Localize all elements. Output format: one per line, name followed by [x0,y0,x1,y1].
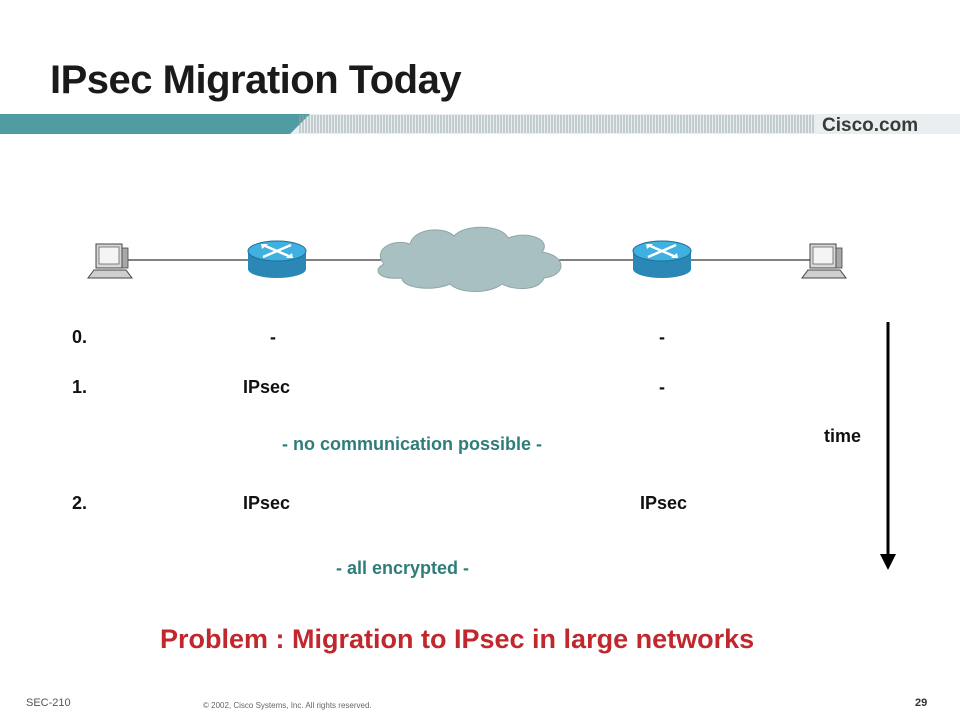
workstation-right-icon [801,243,847,279]
step-2-number: 2. [72,493,88,513]
router-right-icon [632,240,692,278]
cisco-logo-text: Cisco.com [822,115,919,136]
step-1-number: 1. [72,377,88,397]
footer-copyright: © 2002, Cisco Systems, Inc. All rights r… [203,701,372,710]
step-2-left-router-state: IPsec [243,493,291,513]
step-1-left-router-state: IPsec [243,377,291,397]
workstation-left-icon [87,243,133,279]
time-label: time [824,426,862,446]
footer-page-number: 29 [915,697,928,709]
step-2-note: - all encrypted - [336,558,470,578]
problem-statement: Problem : Migration to IPsec in large ne… [160,624,755,654]
step-0-left-router-state: - [270,327,276,347]
cloud-icon [377,226,562,292]
time-arrow-icon [880,322,896,570]
step-1-note: - no communication possible - [282,434,543,454]
footer-course-code: SEC-210 [26,697,71,709]
network-diagram [87,226,847,292]
router-left-icon [247,240,307,278]
step-0-number: 0. [72,327,88,347]
header-stripe-bar [0,114,960,134]
step-1-right-router-state: - [659,377,665,397]
step-2-right-router-state: IPsec [640,493,688,513]
slide-title: IPsec Migration Today [50,58,462,102]
step-0-right-router-state: - [659,327,665,347]
